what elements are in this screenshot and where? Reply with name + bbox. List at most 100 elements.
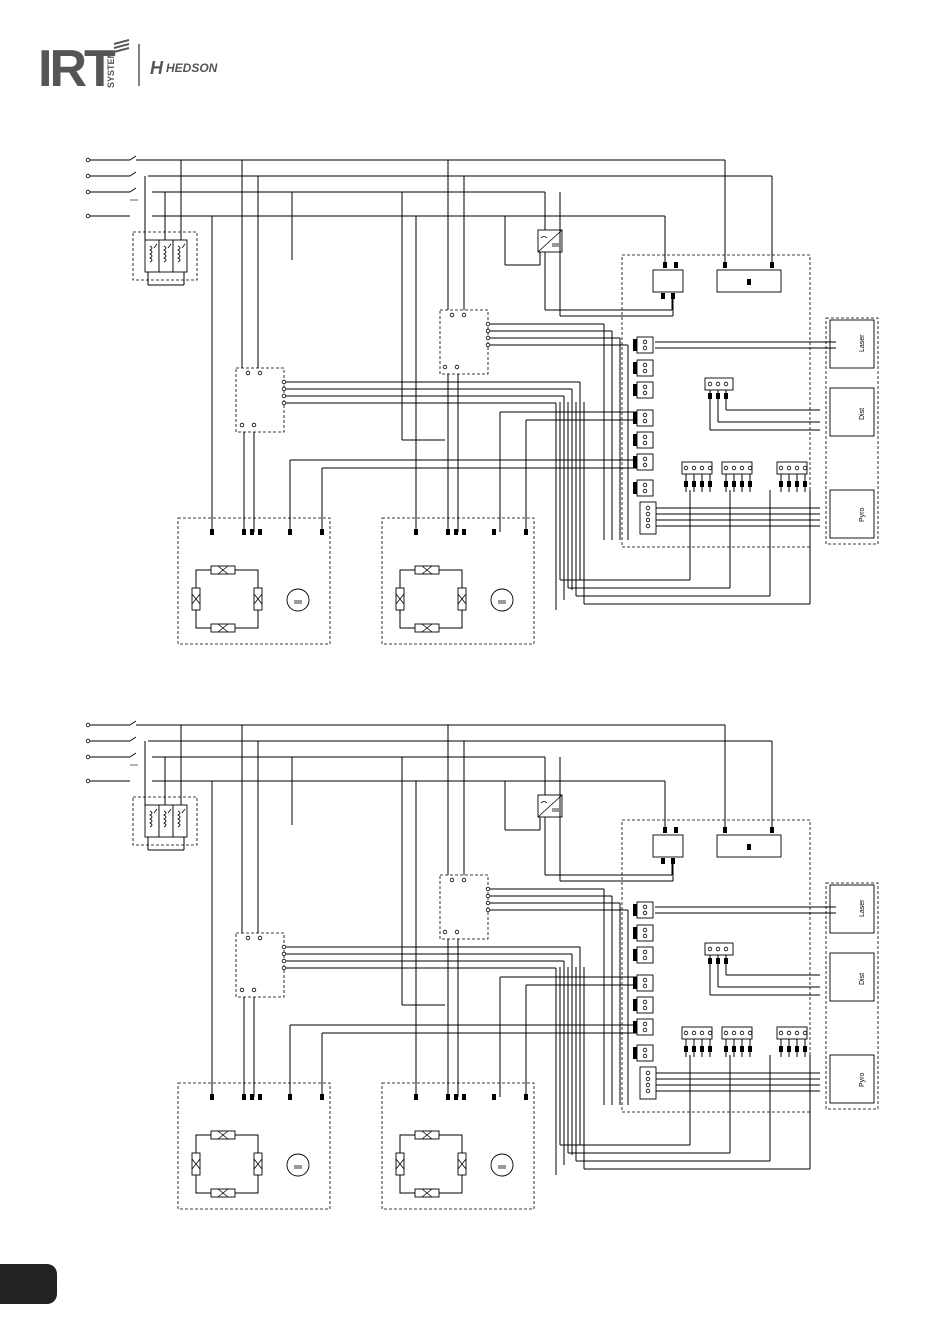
connector-icon [740,1046,744,1052]
connector-icon [633,345,637,351]
terminal-icon [486,336,490,340]
terminal-icon [779,466,783,470]
terminal-icon [724,947,728,951]
terminal-icon [455,365,459,369]
connector-icon [723,262,727,268]
connector-icon [414,1094,418,1100]
terminal-icon [282,394,286,398]
connector-icon [692,481,696,487]
connector-icon [724,393,728,399]
connector-icon [633,362,637,368]
connector-icon [446,1094,450,1100]
terminal-icon [646,1077,650,1081]
input-terminal-icon [86,190,90,194]
connector-block [637,997,653,1013]
terminal-icon [643,934,647,938]
connector-icon [661,293,665,299]
connector-icon [724,1046,728,1052]
connector-icon [320,1094,324,1100]
terminal-icon [643,435,647,439]
terminal-icon [708,382,712,386]
connector-icon [242,529,246,535]
connector-icon [684,1046,688,1052]
connector-block [637,432,653,448]
connector-icon [732,481,736,487]
junction-box-1 [236,933,284,997]
terminal-icon [643,419,647,423]
heater-unit-box [382,518,534,644]
terminal-icon [646,524,650,528]
connector-icon [633,933,637,939]
connector-icon [661,858,665,864]
terminal-icon [282,952,286,956]
connector-icon [524,529,528,535]
header-logo: IRT SYSTEM H HEDSON [0,0,950,110]
terminal-icon [282,380,286,384]
connector-icon [250,529,254,535]
connector-icon [700,481,704,487]
connector-icon [462,1094,466,1100]
terminal-icon [643,457,647,461]
connector-icon [724,958,728,964]
connector-icon [803,481,807,487]
connector-icon [633,368,637,374]
terminal-icon [643,928,647,932]
connector-block [637,337,653,353]
connector-icon [770,262,774,268]
terminal-icon [716,382,720,386]
fan-motor-icon [491,589,513,611]
terminal-icon [708,1031,712,1035]
connector-block [637,382,653,398]
connector-block [637,360,653,376]
terminal-icon [643,1022,647,1026]
connector-icon [492,1094,496,1100]
connector-icon [803,1046,807,1052]
connector-icon [633,418,637,424]
connector-block [637,902,653,918]
connector-icon [787,481,791,487]
terminal-icon [684,1031,688,1035]
terminal-icon [708,466,712,470]
terminal-icon [486,901,490,905]
connector-icon [779,1046,783,1052]
sensor-laser [830,320,874,368]
connector-block [637,1045,653,1061]
terminal-icon [282,945,286,949]
connector-icon [414,529,418,535]
terminal-icon [724,1031,728,1035]
connector-icon [633,955,637,961]
sensor-label-pyro: Pyro [859,508,866,523]
terminal-icon [282,387,286,391]
sensor-pyro [830,1055,874,1103]
terminal-icon [795,1031,799,1035]
input-terminal-icon [86,174,90,178]
terminal-icon [643,391,647,395]
lamp-frame [400,570,462,628]
terminal-icon [643,1054,647,1058]
terminal-icon [486,887,490,891]
terminal-icon [692,466,696,470]
sensor-label-laser: Laser [859,899,866,917]
connector-icon [633,904,637,910]
input-terminal-icon [86,158,90,162]
terminal-icon [732,466,736,470]
connector-icon [633,927,637,933]
connector-icon [663,827,667,833]
connector-icon [740,481,744,487]
connector-icon [674,827,678,833]
connector-icon [692,1046,696,1052]
terminal-icon [643,956,647,960]
logo-main: IRT [38,40,116,98]
sensor-label-pyro: Pyro [859,1073,866,1088]
terminal-icon [803,466,807,470]
junction-box-1 [236,368,284,432]
connector-icon [633,1053,637,1059]
terminal-icon [708,947,712,951]
connector-icon [320,529,324,535]
terminal-icon [450,878,454,882]
terminal-icon [258,936,262,940]
connector-block [637,454,653,470]
terminal-icon [643,978,647,982]
terminal-icon [486,322,490,326]
